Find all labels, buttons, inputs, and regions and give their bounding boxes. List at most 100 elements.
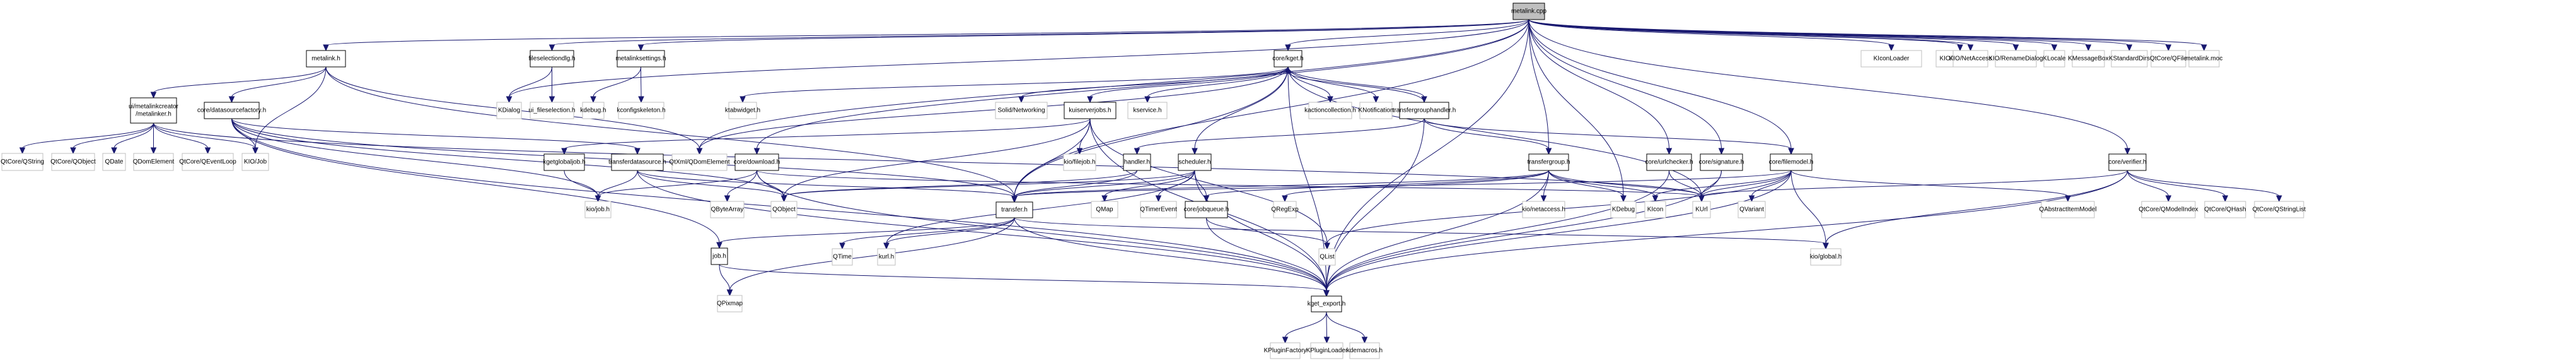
edge-metalink_h-to-metalinker_h bbox=[153, 66, 327, 93]
node-box[interactable] bbox=[530, 50, 574, 68]
edge-metalink_cpp-to-KDebug bbox=[1528, 19, 1624, 197]
node-transferdatasource-h[interactable]: transferdatasource.h bbox=[608, 153, 666, 171]
node-kgetglobaljob-h[interactable]: kgetglobaljob.h bbox=[543, 153, 586, 171]
node-box[interactable] bbox=[1311, 295, 1342, 312]
node-label: QtCore/QFile bbox=[2150, 56, 2187, 62]
edge-transfergroup_h-to-kio_netaccess_h bbox=[1543, 170, 1549, 197]
node-label: kgetglobaljob.h bbox=[543, 159, 585, 166]
arrowhead-icon bbox=[561, 148, 567, 155]
edge-metalink_cpp-to-core_kget_h bbox=[1287, 19, 1529, 46]
edge-job_h-to-QPixmap bbox=[719, 264, 730, 291]
arrowhead-icon bbox=[70, 147, 76, 155]
node-label: QtCore/QEventLoop bbox=[179, 158, 236, 165]
node-box[interactable] bbox=[306, 50, 346, 68]
node-transfergrouphandler-h[interactable]: transfergrouphandler.h bbox=[1393, 102, 1456, 119]
node-metalink-h[interactable]: metalink.h bbox=[306, 50, 346, 68]
node-qpixmap: QPixmap bbox=[717, 295, 743, 312]
node-box[interactable] bbox=[611, 153, 664, 171]
node-box[interactable] bbox=[130, 97, 177, 124]
node-core-urlchecker-h[interactable]: core/urlchecker.h bbox=[1645, 153, 1693, 171]
edge-job_h-to-kget_export_h bbox=[719, 264, 1327, 292]
node-kget-export-h[interactable]: kget_export.h bbox=[1308, 295, 1346, 312]
arrowhead-icon bbox=[252, 147, 258, 155]
node-metalink-cpp[interactable]: metalink.cpp bbox=[1511, 3, 1547, 20]
node-box[interactable] bbox=[1512, 3, 1545, 20]
node-box[interactable] bbox=[995, 201, 1033, 218]
node-box bbox=[1644, 201, 1666, 218]
node-metalinksettings-h[interactable]: metalinksettings.h bbox=[615, 50, 666, 68]
edge-core_filemodel_h-to-transfer_h bbox=[1014, 170, 1792, 198]
node-box[interactable] bbox=[1178, 153, 1212, 171]
arrowhead-icon bbox=[1282, 336, 1289, 344]
node-box[interactable] bbox=[1273, 50, 1303, 68]
edge-kuiserverjobs_h-to-QList bbox=[1089, 118, 1328, 244]
node-transfer-h[interactable]: transfer.h bbox=[995, 201, 1033, 218]
node-box bbox=[1270, 342, 1301, 359]
node-label: QMap bbox=[1096, 206, 1113, 213]
node-label: QAbstractItemModel bbox=[2039, 206, 2096, 213]
node-label: QtCore/QHash bbox=[2204, 206, 2246, 213]
edge-core_filemodel_h-to-kio_global_h bbox=[1790, 170, 1826, 244]
node-box bbox=[1091, 201, 1118, 218]
node-box[interactable] bbox=[2108, 153, 2147, 171]
node-scheduler-h[interactable]: scheduler.h bbox=[1178, 153, 1212, 171]
node-job-h[interactable]: job.h bbox=[711, 247, 728, 265]
arrowhead-icon bbox=[1361, 336, 1368, 344]
arrowhead-icon bbox=[1957, 44, 1963, 52]
node-box[interactable] bbox=[617, 50, 665, 68]
node-box[interactable] bbox=[1528, 153, 1569, 171]
node-label: QTimerEvent bbox=[1140, 206, 1177, 213]
node-qbytearray: QByteArray bbox=[710, 201, 745, 218]
node-qtcore-qstringlist: QtCore/QStringList bbox=[2253, 201, 2306, 218]
node-box[interactable] bbox=[1399, 102, 1449, 119]
node-box[interactable] bbox=[734, 153, 779, 171]
node-label: metalink.cpp bbox=[1511, 8, 1547, 15]
edge-metalink_cpp-to-QtXml_QDomElement bbox=[699, 19, 1529, 150]
edge-core_datasourcefactory_h-to-kio_job_h bbox=[231, 118, 598, 197]
node-box[interactable] bbox=[204, 102, 260, 119]
node-box[interactable] bbox=[1646, 153, 1692, 171]
node-kuiserverjobs-h[interactable]: kuiserverjobs.h bbox=[1064, 102, 1117, 119]
node-box[interactable] bbox=[543, 153, 585, 171]
node-qtcore-qhash: QtCore/QHash bbox=[2204, 201, 2246, 218]
node-box[interactable] bbox=[1064, 102, 1117, 119]
node-fileselectiondlg-h[interactable]: fileselectiondlg.h bbox=[529, 50, 576, 68]
node-label: kservice.h bbox=[1133, 107, 1161, 114]
arrowhead-icon bbox=[1323, 336, 1330, 344]
node-core-signature-h[interactable]: core/signature.h bbox=[1699, 153, 1744, 171]
node-label: ui_fileselection.h bbox=[529, 107, 576, 114]
node-box[interactable] bbox=[1770, 153, 1813, 171]
node-label: core/datasourcefactory.h bbox=[197, 107, 266, 114]
node-label: kurl.h bbox=[879, 254, 894, 261]
arrowhead-icon bbox=[590, 96, 596, 104]
node-box[interactable] bbox=[1700, 153, 1743, 171]
node-core-datasourcefactory-h[interactable]: core/datasourcefactory.h bbox=[197, 102, 266, 119]
edge-metalink_cpp-to-KDialog bbox=[509, 19, 1529, 98]
node-kpluginfactory: KPluginFactory bbox=[1264, 342, 1306, 359]
node-box bbox=[1522, 201, 1565, 218]
arrowhead-icon bbox=[548, 44, 555, 52]
node-box[interactable] bbox=[711, 247, 728, 265]
node-core-filemodel-h[interactable]: core/filemodel.h bbox=[1769, 153, 1814, 171]
node-box[interactable] bbox=[1123, 153, 1151, 171]
node-core-verifier-h[interactable]: core/verifier.h bbox=[2108, 153, 2147, 171]
edge-transfergrouphandler_h-to-transfergroup_h bbox=[1424, 118, 1549, 150]
node-core-jobqueue-h[interactable]: core/jobqueue.h bbox=[1184, 201, 1229, 218]
node-metalinker-h[interactable]: ui/metalinkcreator/metalinker.h bbox=[129, 97, 179, 124]
node-qtcore-qmodelindex: QtCore/QModelIndex bbox=[2138, 201, 2198, 218]
node-label: kactioncollection.h bbox=[1304, 107, 1356, 114]
edge-metalink_h-to-core_datasourcefactory_h bbox=[231, 66, 327, 98]
node-box bbox=[671, 153, 728, 171]
edge-metalink_cpp-to-core_download_h bbox=[757, 19, 1529, 150]
edge-transfergrouphandler_h-to-core_kget_h bbox=[1287, 71, 1425, 103]
node-handler-h[interactable]: handler.h bbox=[1123, 153, 1151, 171]
node-core-kget-h[interactable]: core/kget.h bbox=[1272, 50, 1304, 68]
arrowhead-icon bbox=[638, 96, 644, 104]
node-box[interactable] bbox=[1185, 201, 1228, 218]
node-label: KNotification bbox=[1358, 107, 1393, 114]
node-box bbox=[496, 102, 522, 119]
node-core-download-h[interactable]: core/download.h bbox=[734, 153, 780, 171]
node-qtcore-qfile: QtCore/QFile bbox=[2150, 50, 2187, 68]
node-transfergroup-h[interactable]: transfergroup.h bbox=[1528, 153, 1570, 171]
node-klocale: KLocale bbox=[2043, 50, 2066, 68]
